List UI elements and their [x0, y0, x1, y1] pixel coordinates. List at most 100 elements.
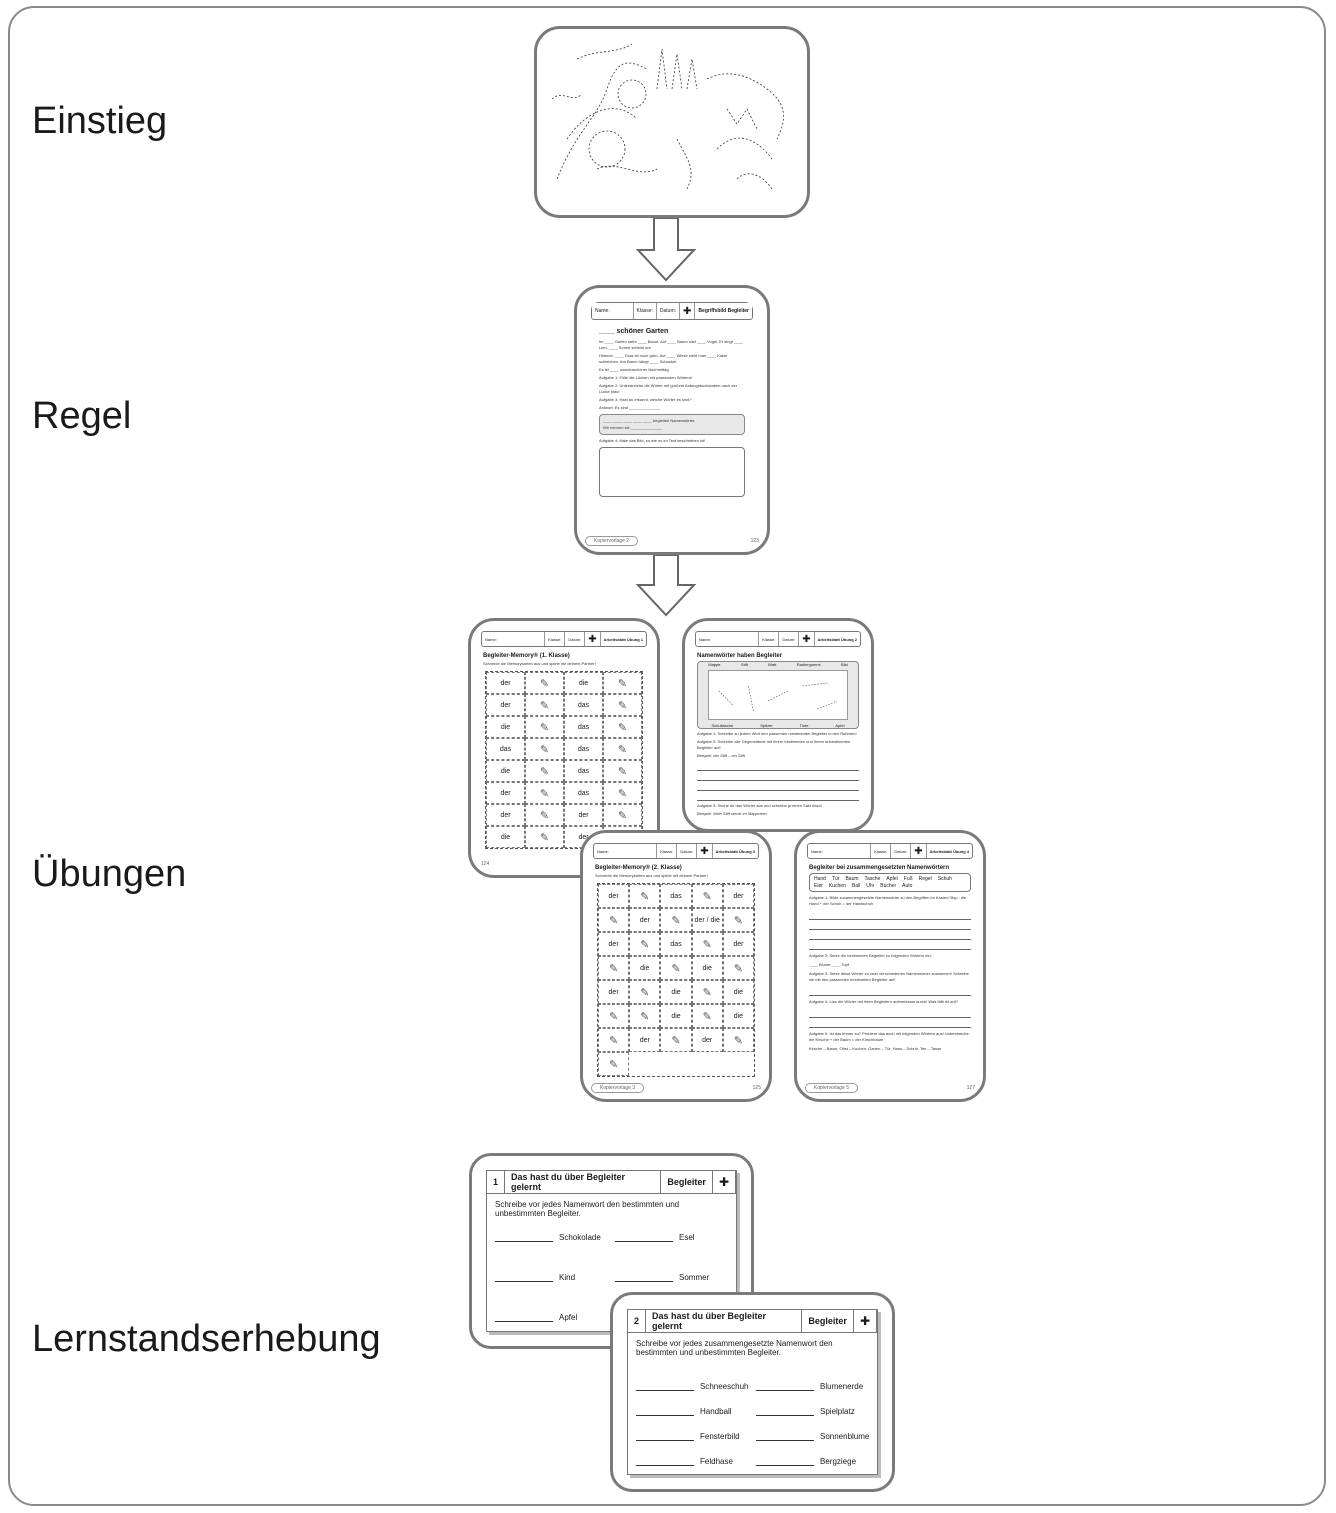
answer-lines — [809, 910, 971, 950]
task-text: Aufgabe 3: Setze diese Wörter zu zwei ve… — [809, 971, 969, 982]
memory-card-word: der — [722, 884, 754, 908]
memory-card-picture: ✎ — [660, 908, 692, 932]
sheet-title: Begleiter-Memory® (2. Klasse) — [595, 865, 682, 871]
memory-card-picture: ✎ — [525, 694, 564, 716]
word-pair: Apfel — [495, 1311, 577, 1322]
memory-card-picture: ✎ — [598, 1004, 630, 1028]
word-label: Ball — [851, 883, 861, 889]
memory-card-picture: ✎ — [603, 694, 642, 716]
worksheet-header: Name: Klasse: Datum: ✚ Arbeitsblatt Übun… — [807, 843, 973, 859]
memory-card-word: der — [564, 804, 603, 826]
sheet-title: Das hast du über Begleiter gelernt — [646, 1310, 803, 1332]
picture-sketch-icon: ✎ — [539, 677, 550, 690]
worksheet-header: Name: Klasse: Datum: ✚ Arbeitsblatt Übun… — [695, 631, 861, 647]
memory-card-word: die — [486, 760, 525, 782]
memory-card-word: die — [564, 672, 603, 694]
instruction: Schreibe vor jedes zusammengesetzte Name… — [636, 1339, 833, 1357]
memory-card-word: die — [660, 1004, 692, 1028]
memory-card-word: der — [486, 694, 525, 716]
picture-sketch-icon: ✎ — [539, 699, 550, 712]
word-label: Eier — [814, 883, 823, 889]
date-field: Datum: — [677, 844, 698, 858]
memory-card-word: die — [722, 980, 754, 1004]
word-pair: Schneeschuh — [636, 1380, 748, 1391]
task-text: Aufgabe 1: Bilde zusammengesetzte Namenw… — [809, 895, 967, 906]
cross-icon: ✚ — [680, 303, 696, 319]
task-text: Aufgabe 4: Male das Bild, so wie es im T… — [599, 438, 706, 443]
memory-card-picture: ✎ — [603, 716, 642, 738]
word-label: Auto — [902, 883, 913, 889]
picture-sketch-icon: ✎ — [617, 765, 628, 778]
sheet-tag: Arbeitsblatt Übung 1 — [603, 636, 643, 642]
word-label: Bild — [841, 662, 848, 667]
memory-card-word: das — [564, 782, 603, 804]
regel-card: Name: Klasse: Datum: ✚ Begriffsbild Begl… — [574, 285, 770, 555]
task-text: Aufgabe 1: Fülle die Lücken mit passende… — [599, 375, 693, 380]
picture-sketch-icon: ✎ — [671, 914, 681, 927]
task-text: Kirsche – Baum, Obst – Kuchen, Garten – … — [809, 1046, 942, 1051]
memory-grid: der✎die✎der✎das✎die✎das✎das✎das✎die✎das✎… — [485, 671, 643, 849]
task-text: Aufgabe 1: Schreibe zu jedem Wort den pa… — [697, 731, 857, 736]
memory-card-picture: ✎ — [598, 908, 630, 932]
word-label: Hand — [814, 876, 826, 882]
picture-sketch-icon: ✎ — [617, 787, 628, 800]
word-label: Schultasche — [711, 723, 734, 728]
word-pair: Handball — [636, 1405, 732, 1416]
arrow-down-2 — [636, 555, 696, 617]
task-text: Aufgabe 5: Ist das immer so? Probiere da… — [809, 1031, 970, 1042]
worksheet-header: Name: Klasse: Datum: ✚ Begriffsbild Begl… — [591, 302, 753, 320]
picture-sketch-icon: ✎ — [733, 1034, 743, 1047]
class-field: Klasse: — [634, 303, 657, 319]
memory2-card: Name: Klasse: Datum: ✚ Arbeitsblatt Übun… — [580, 830, 772, 1102]
word-pair: Esel — [615, 1231, 695, 1242]
memory-card-word: die — [660, 980, 692, 1004]
memory-card-word: das — [660, 884, 692, 908]
stage-label-einstieg: Einstieg — [32, 100, 168, 142]
memory-card-word: das — [564, 694, 603, 716]
word-pair: Blumenerde — [756, 1380, 863, 1391]
task-text: Antwort: Es sind ______________ — [599, 405, 661, 410]
memory-card-picture: ✎ — [629, 980, 661, 1004]
memory-card-word: die — [629, 956, 661, 980]
picture-sketch-icon: ✎ — [539, 765, 550, 778]
memory-card-word: das — [486, 738, 525, 760]
memory-card-picture: ✎ — [629, 1004, 661, 1028]
sheet-topic: Begleiter — [667, 1177, 706, 1187]
instruction: Schneide die Memorykarten aus und spiele… — [595, 873, 708, 878]
instruction: Schneide die Memorykarten aus und spiele… — [483, 661, 596, 666]
memory-card-word: der — [722, 932, 754, 956]
word-label: Kuchen — [828, 883, 846, 889]
picture-sketch-icon: ✎ — [671, 1034, 681, 1047]
word-pair: Schokolade — [495, 1231, 601, 1242]
worksheet-header: Name: Klasse: Datum: ✚ Arbeitsblatt Übun… — [481, 631, 647, 647]
word-label: Uhr — [866, 883, 875, 889]
picture-sketch-icon: ✎ — [608, 962, 619, 975]
memory-card-picture: ✎ — [525, 738, 564, 760]
picture-sketch-icon: ✎ — [702, 938, 712, 951]
word-pair: Feldhase — [636, 1455, 733, 1466]
outer-frame — [8, 6, 1326, 1506]
memory-card-picture: ✎ — [603, 760, 642, 782]
picture-sketch-icon: ✎ — [539, 721, 550, 734]
memory-card-picture: ✎ — [629, 932, 661, 956]
class-field: Klasse: — [871, 844, 892, 858]
page-number: 127 — [966, 1085, 975, 1091]
word-pair: Spielplatz — [756, 1405, 855, 1416]
picture-sketch-icon: ✎ — [702, 890, 712, 903]
task-text: Aufgabe 2: Unterstreiche die Wörter mit … — [599, 383, 738, 394]
picture-sketch-icon: ✎ — [640, 890, 650, 903]
picture-sketch-icon: ✎ — [640, 938, 650, 951]
garden-sketch-image — [551, 43, 784, 190]
memory-card-word: das — [564, 716, 603, 738]
word-label: Bücher — [880, 883, 897, 889]
sheet-tag: Begriffsbild Begleiter — [698, 308, 749, 314]
memory-card-picture: ✎ — [598, 1028, 630, 1052]
instruction: Schreibe vor jedes Namenwort den bestimm… — [495, 1200, 680, 1218]
task-text: Aufgabe 2: Setze die bestimmten Begleite… — [809, 953, 932, 958]
memory-card-picture: ✎ — [691, 884, 723, 908]
story-line: Es ist ____ wunderschöner Nachmittag. — [599, 367, 670, 372]
memory-grid: der✎das✎der✎der✎der / die✎der✎das✎der✎di… — [597, 883, 755, 1077]
